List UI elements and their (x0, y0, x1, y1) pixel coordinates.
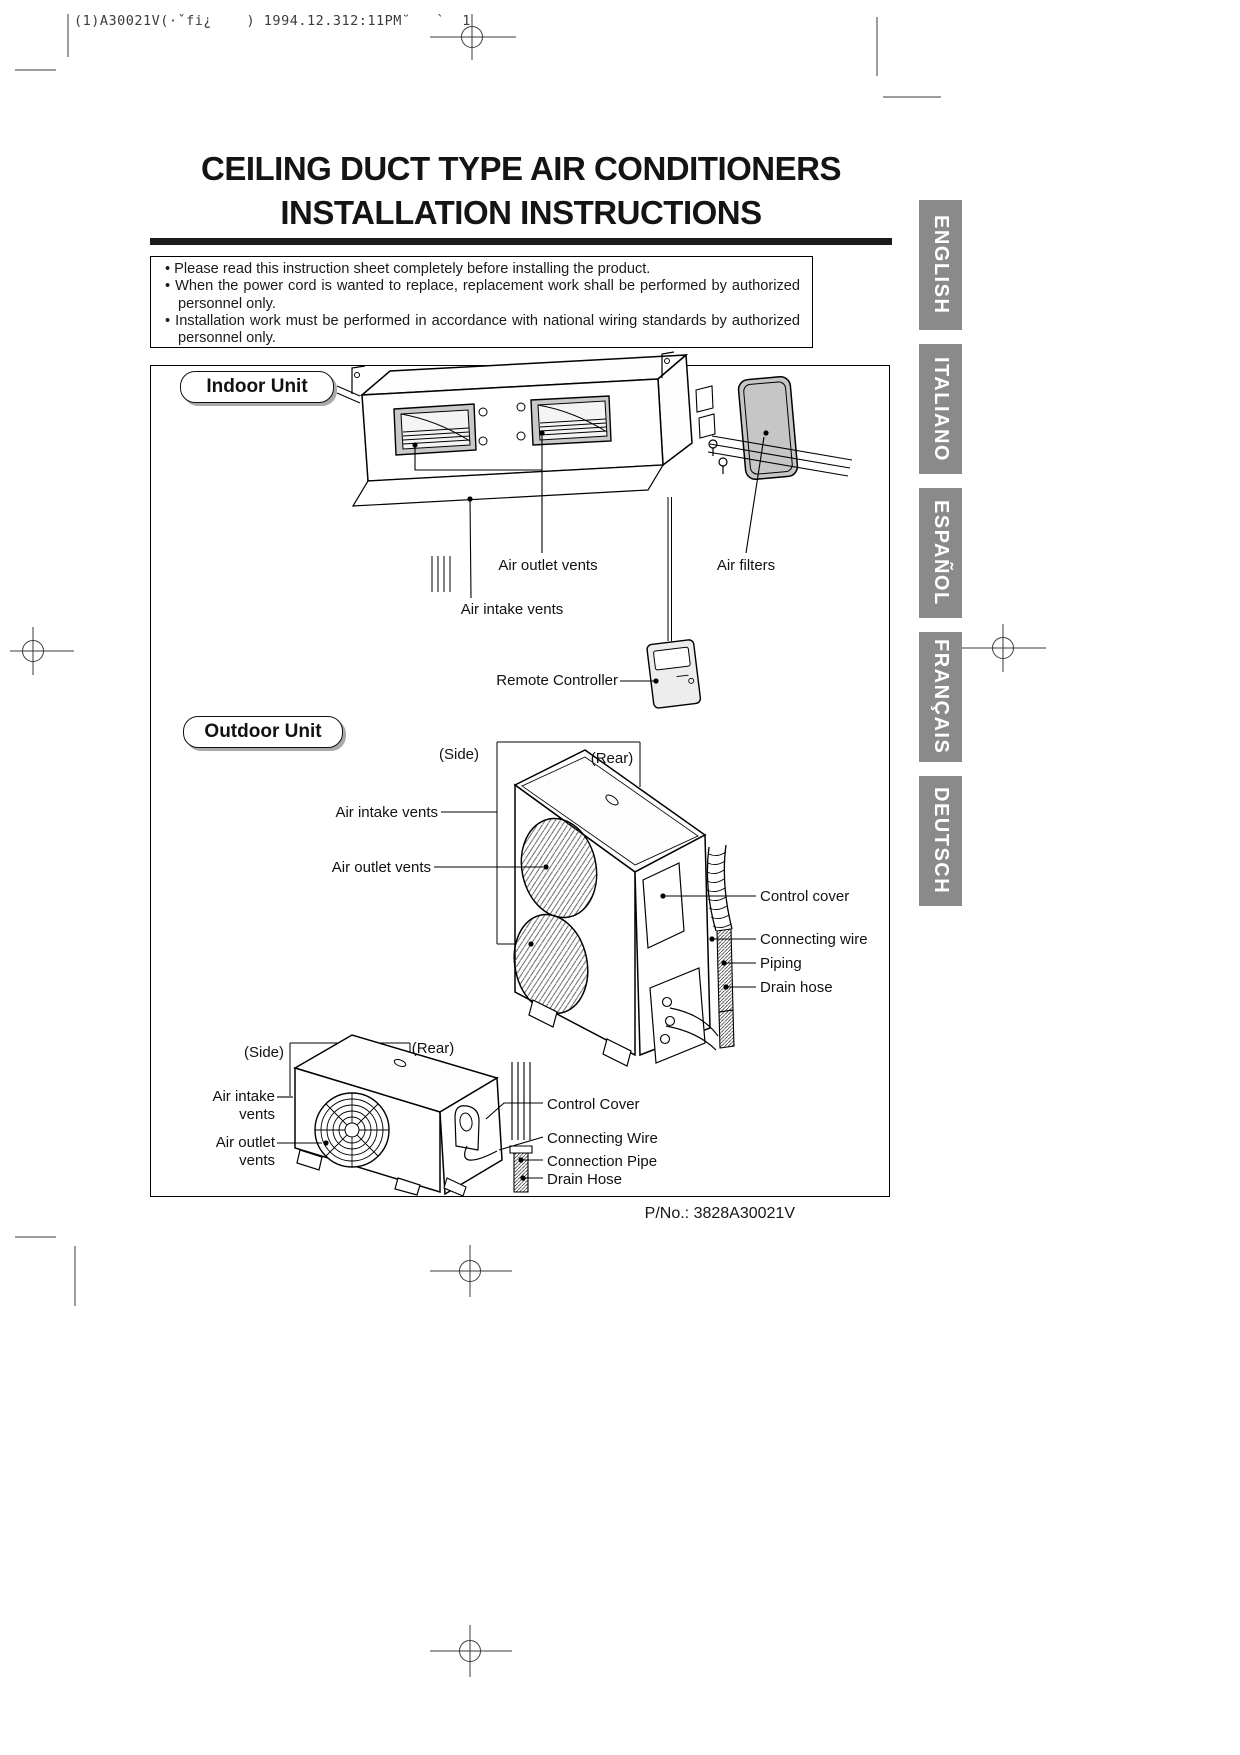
tab-deutsch-label: DEUTSCH (930, 787, 952, 895)
tab-francais-label: FRANÇAIS (930, 639, 952, 755)
label-piping: Piping (760, 955, 802, 972)
outdoor-unit-heading: Outdoor Unit (183, 716, 343, 748)
print-registration-header: (1)A30021V(·ˇfi¿ ) 1994.12.312:11PM˘ ` 1 (74, 13, 471, 29)
diagram-box (150, 365, 890, 1197)
label-air-outlet-vents-indoor: Air outlet vents (498, 557, 598, 574)
label-side-large: (Side) (438, 746, 479, 763)
label-rear-large: (Rear) (590, 750, 634, 767)
tab-english: ENGLISH (919, 200, 962, 330)
label-air-intake-vents-indoor: Air intake vents (460, 601, 564, 618)
page-title-line2: INSTALLATION INSTRUCTIONS (280, 194, 762, 231)
tab-italiano: ITALIANO (919, 344, 962, 474)
label-side-small: (Side) (243, 1044, 284, 1061)
tab-english-label: ENGLISH (930, 215, 952, 315)
label-connection-pipe: Connection Pipe (547, 1153, 658, 1170)
indoor-unit-heading: Indoor Unit (180, 371, 334, 403)
label-rear-small: (Rear) (411, 1040, 455, 1057)
label-control-cover-small: Control Cover (547, 1096, 640, 1113)
tab-espanol-label: ESPAÑOL (930, 500, 952, 606)
label-remote-controller: Remote Controller (496, 672, 618, 689)
part-number: P/No.: 3828A30021V (644, 1205, 795, 1222)
label-air-outlet-vents-large: Air outlet vents (331, 859, 431, 876)
notice-item: Please read this instruction sheet compl… (165, 261, 800, 278)
label-connecting-wire-large: Connecting wire (760, 931, 868, 948)
label-drain-hose-small: Drain Hose (547, 1171, 623, 1188)
label-air-intake-vents-large: Air intake vents (335, 804, 438, 821)
notice-item: Installation work must be performed in a… (165, 313, 800, 348)
label-control-cover-large: Control cover (760, 888, 850, 905)
notice-item: When the power cord is wanted to replace… (165, 278, 800, 313)
tab-deutsch: DEUTSCH (919, 776, 962, 906)
label-air-intake-vents-small: Air intake vents (212, 1088, 275, 1124)
title-rule (150, 238, 892, 245)
notice-box: Please read this instruction sheet compl… (150, 256, 813, 348)
tab-espanol: ESPAÑOL (919, 488, 962, 618)
tab-italiano-label: ITALIANO (930, 356, 952, 462)
tab-francais: FRANÇAIS (919, 632, 962, 762)
label-air-outlet-vents-small: Air outlet vents (215, 1134, 275, 1170)
label-connecting-wire-small: Connecting Wire (547, 1130, 658, 1147)
page-title-line1: CEILING DUCT TYPE AIR CONDITIONERS (201, 150, 841, 187)
label-drain-hose-large: Drain hose (760, 979, 833, 996)
label-air-filters: Air filters (716, 557, 776, 574)
